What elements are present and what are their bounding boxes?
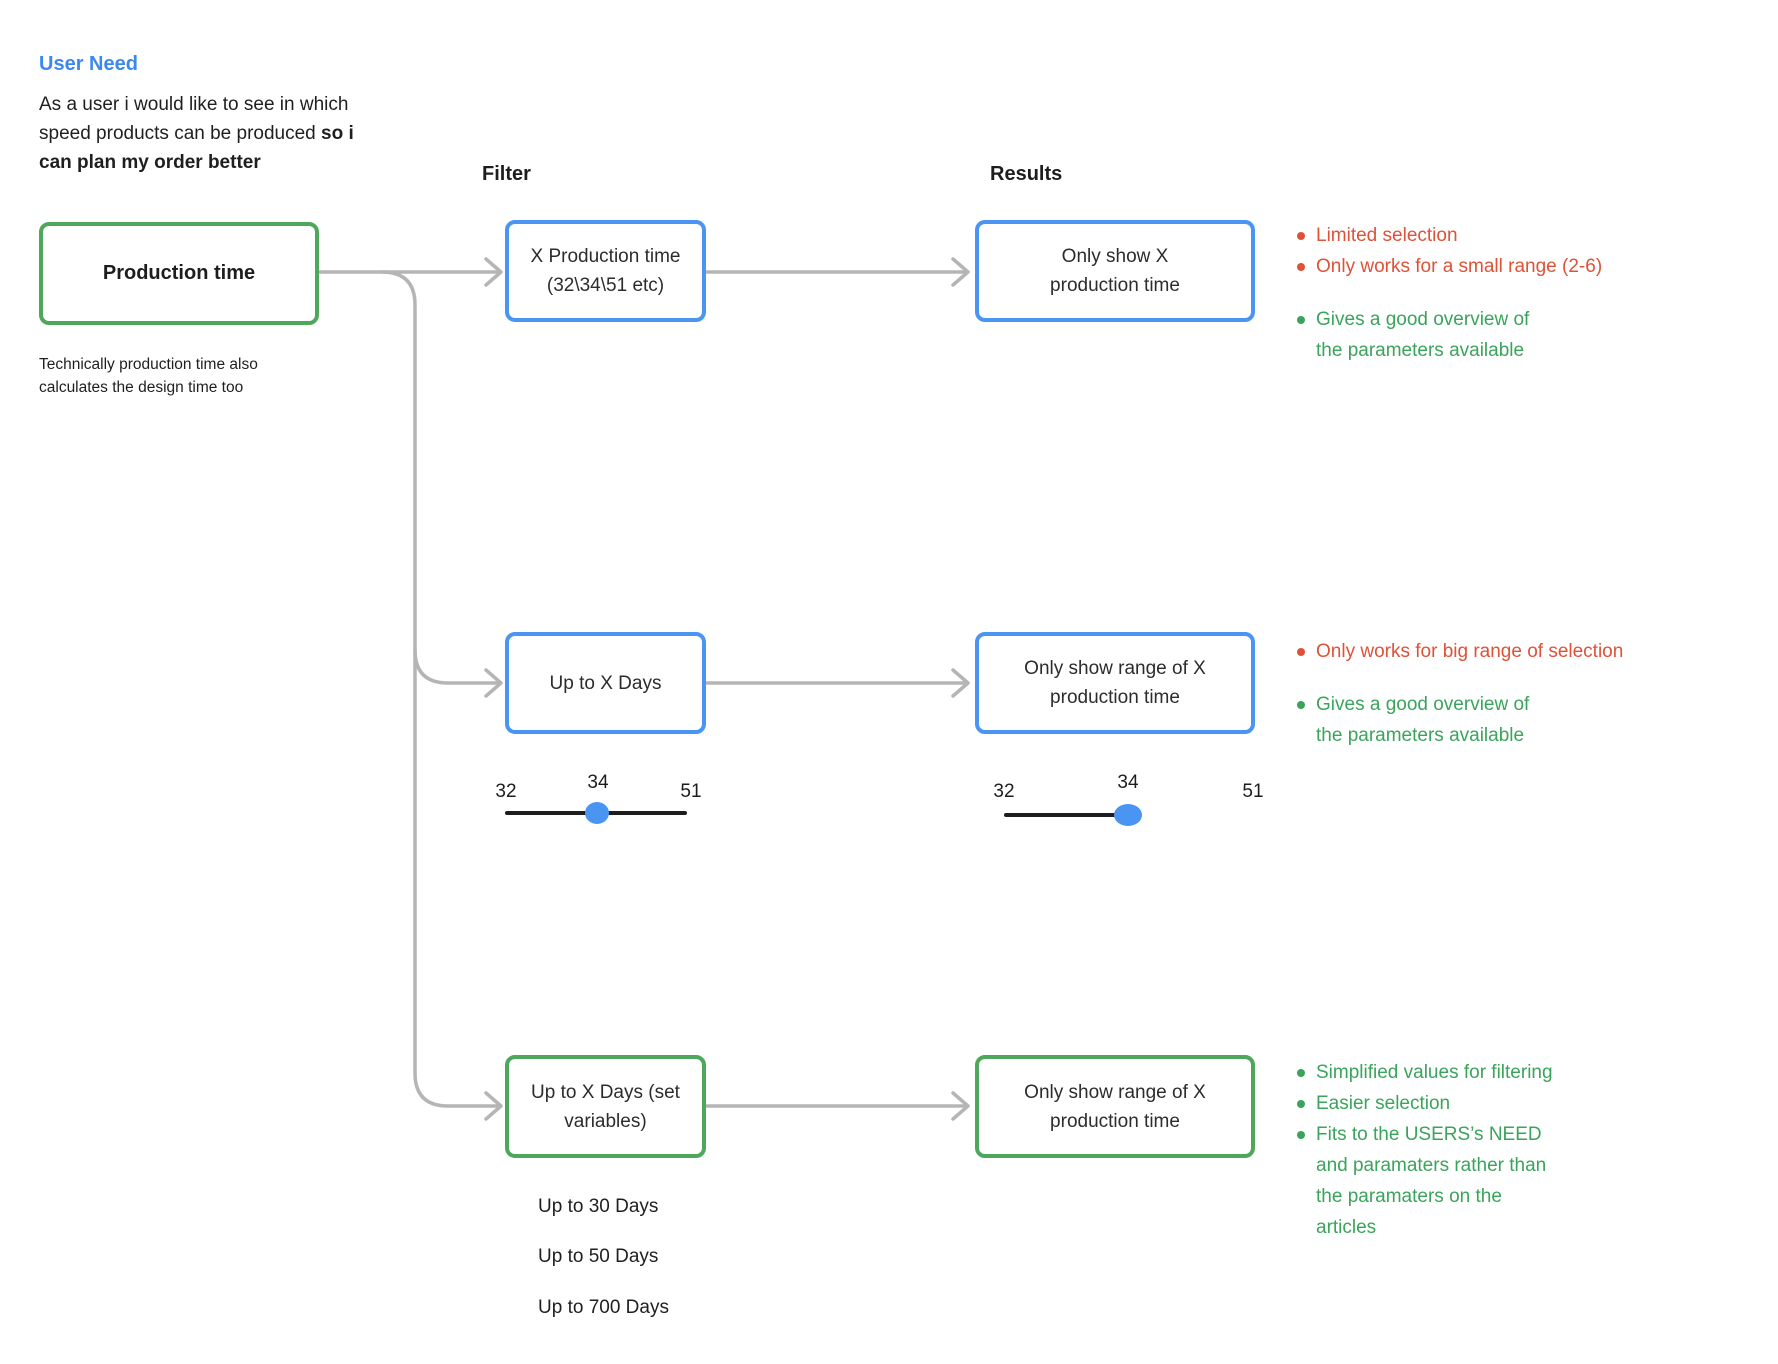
filter-box-set-variables-label: Up to X Days (set variables) [531, 1081, 680, 1132]
note-text: Limited selection [1316, 225, 1458, 246]
filter-option-30-days: Up to 30 Days [538, 1196, 659, 1217]
arrowhead-row1-filter [484, 257, 503, 287]
note-text: Only works for big range of selection [1316, 641, 1624, 662]
result-box-range-row2-label: Only show range of X production time [1024, 658, 1206, 708]
production-time-box: Production time [39, 222, 319, 325]
filter-column-header: Filter [482, 163, 531, 185]
connector-branch-to-row3 [380, 270, 499, 1108]
row3-notes: Simplified values for filtering Easier s… [1297, 1057, 1553, 1243]
note-text: Only works for a small range (2-6) [1316, 256, 1603, 277]
slider-handle[interactable] [585, 802, 609, 824]
arrowhead-row2-filter [484, 668, 503, 698]
note-item: Limited selection [1297, 220, 1602, 251]
user-need-heading: User Need [39, 53, 138, 75]
slider-track[interactable] [1004, 813, 1131, 817]
result-box-only-show-x: Only show X production time [975, 220, 1255, 322]
arrowhead-row3-result [951, 1091, 970, 1121]
bullet-dot [1297, 316, 1305, 324]
production-time-label: Production time [102, 262, 256, 284]
note-item: Only works for big range of selection [1297, 636, 1623, 667]
row1-notes: Limited selection Only works for a small… [1297, 220, 1602, 366]
note-item: Gives a good overview of the parameters … [1297, 689, 1623, 751]
arrowhead-row2-result [951, 668, 970, 698]
slider-min-label: 32 [993, 781, 1015, 802]
slider-handle[interactable] [1114, 804, 1142, 826]
slider-min-label: 32 [495, 781, 517, 802]
note-text: Easier selection [1316, 1093, 1451, 1114]
arrowhead-row3-filter [484, 1091, 503, 1121]
note-text: Simplified values for filtering [1316, 1062, 1553, 1083]
slider-max-label: 51 [1242, 781, 1264, 802]
user-need-text: As a user i would like to see in which s… [39, 90, 439, 177]
note-text: Gives a good overview of the parameters … [1316, 694, 1530, 746]
production-time-note: Technically production time also calcula… [39, 356, 258, 396]
note-item: Only works for a small range (2-6) [1297, 251, 1602, 282]
filter-box-x-production-time-label: X Production time (32\34\51 etc) [530, 246, 681, 296]
connector-branch-to-row2 [413, 648, 499, 685]
slider-max-label: 51 [680, 781, 702, 802]
user-need-text-regular: As a user i would like to see in which s… [39, 94, 349, 144]
note-item: Fits to the USERS’s NEED and paramaters … [1297, 1119, 1553, 1243]
bullet-dot [1297, 701, 1305, 709]
bullet-dot [1297, 1069, 1305, 1077]
slider-value-label: 34 [587, 772, 609, 793]
arrowhead-row1-result [951, 257, 970, 287]
note-item: Simplified values for filtering [1297, 1057, 1553, 1088]
slider-value-label: 34 [1117, 772, 1139, 793]
result-box-only-show-x-label: Only show X production time [1050, 246, 1180, 296]
bullet-dot [1297, 1131, 1305, 1139]
filter-option-700-days: Up to 700 Days [538, 1297, 669, 1318]
note-item: Gives a good overview of the parameters … [1297, 304, 1602, 366]
result-box-range-row3-label: Only show range of X production time [1024, 1081, 1206, 1132]
note-text: Gives a good overview of the parameters … [1316, 309, 1530, 361]
note-text: Fits to the USERS’s NEED and paramaters … [1316, 1124, 1547, 1238]
bullet-dot [1297, 263, 1305, 271]
filter-box-x-production-time: X Production time (32\34\51 etc) [505, 220, 706, 322]
row2-notes: Only works for big range of selection Gi… [1297, 636, 1623, 751]
filter-box-up-to-x-days: Up to X Days [505, 632, 706, 734]
note-item: Easier selection [1297, 1088, 1553, 1119]
filter-box-up-to-x-days-label: Up to X Days [549, 672, 662, 694]
bullet-dot [1297, 648, 1305, 656]
results-column-header: Results [990, 163, 1063, 185]
result-box-range-row3: Only show range of X production time [975, 1055, 1255, 1158]
result-box-range-row2: Only show range of X production time [975, 632, 1255, 734]
bullet-dot [1297, 1100, 1305, 1108]
filter-option-50-days: Up to 50 Days [538, 1246, 659, 1267]
user-need-text-bold: so i can plan my order better [39, 123, 354, 173]
bullet-dot [1297, 232, 1305, 240]
filter-box-set-variables: Up to X Days (set variables) [505, 1055, 706, 1158]
